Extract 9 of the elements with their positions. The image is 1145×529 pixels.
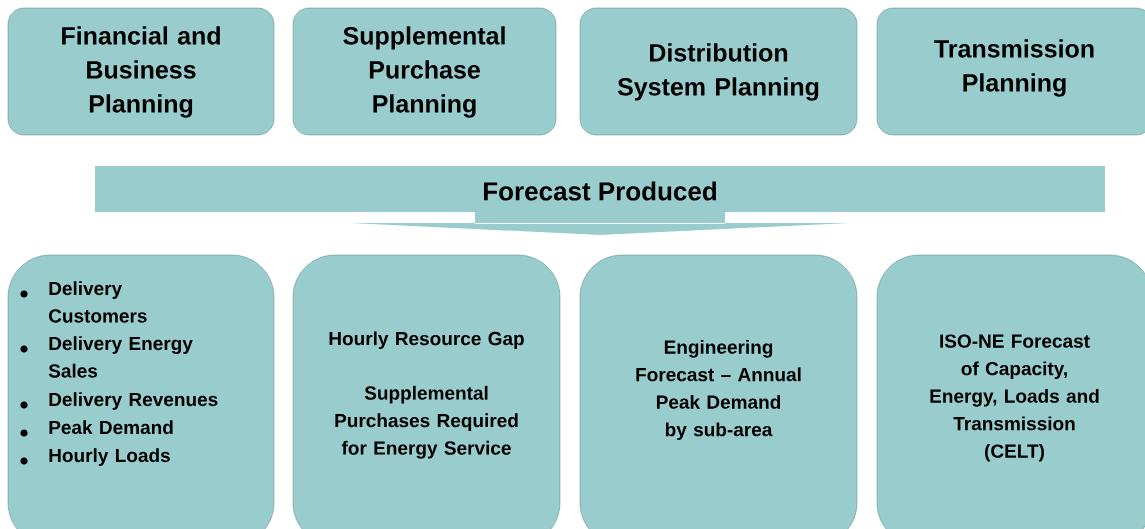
planning-box: Financial and Business Planning	[7, 7, 275, 136]
forecast-box: Delivery Customers Delivery Energy Sales Delivery Revenues Peak Demand Hourly Loads	[7, 254, 275, 529]
forecast-box: Hourly Resource Gap Supplemental Purchases Required for Energy Service	[292, 254, 561, 529]
planning-box: Supplemental Purchase Planning	[292, 7, 557, 136]
forecast-arrow-band: Forecast Produced	[95, 166, 1105, 235]
forecast-box: Engineering Forecast – Annual Peak Demand by sub-area	[579, 254, 858, 529]
planning-box: Distribution System Planning	[579, 7, 858, 136]
planning-box: Transmission Planning	[876, 7, 1145, 136]
forecast-box: ISO-NE Forecast of Capacity, Energy, Loads and Transmission (CELT)	[876, 254, 1145, 529]
